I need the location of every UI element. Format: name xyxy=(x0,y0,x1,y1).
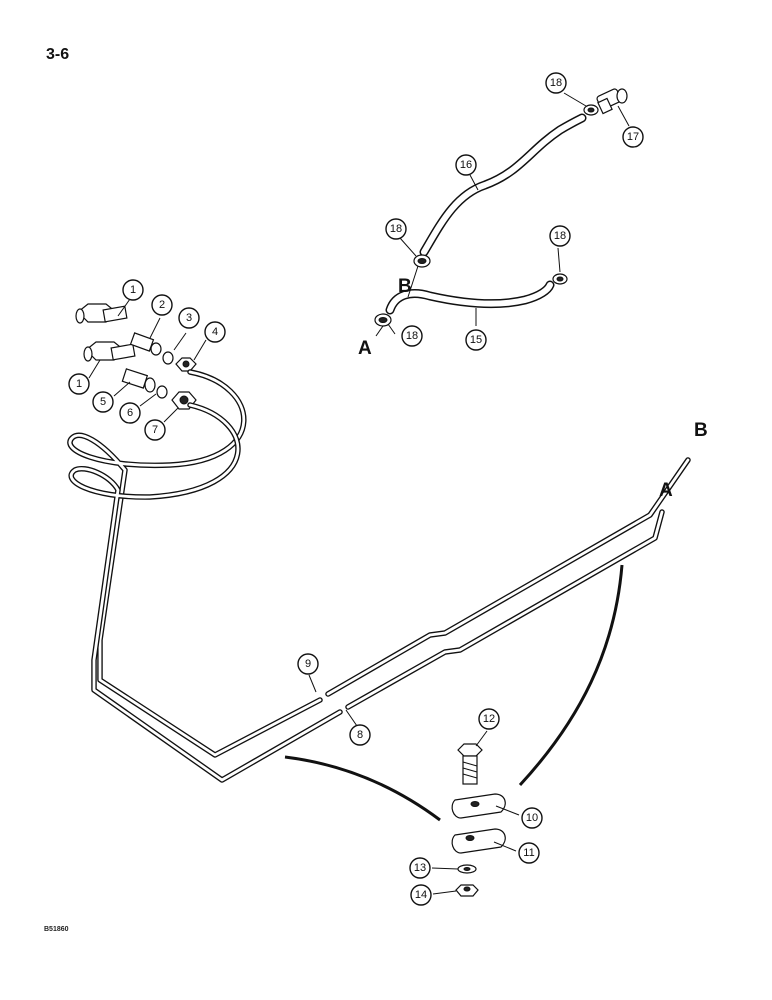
clamp-11 xyxy=(451,828,506,854)
callout-16: 16 xyxy=(455,154,477,176)
figure-code: B51860 xyxy=(44,926,69,933)
callout-14: 14 xyxy=(410,884,432,906)
leader-lines xyxy=(88,92,630,895)
svg-text:12: 12 xyxy=(483,713,495,725)
callout-8: 8 xyxy=(349,724,371,746)
svg-text:17: 17 xyxy=(627,131,639,143)
fitting-1-upper xyxy=(75,303,128,324)
elbow-fitting-17 xyxy=(596,88,628,115)
hose-clamp-18-right xyxy=(552,273,568,285)
callout-3: 3 xyxy=(178,307,200,329)
callout-18-a-end: 18 xyxy=(401,325,423,347)
svg-text:2: 2 xyxy=(159,299,165,311)
callout-15: 15 xyxy=(465,329,487,351)
svg-text:18: 18 xyxy=(406,330,418,342)
hose-clamp-18-top xyxy=(583,104,599,116)
svg-text:10: 10 xyxy=(526,812,538,824)
callout-1-upper: 1 xyxy=(122,279,144,301)
callout-7: 7 xyxy=(144,419,166,441)
tube-8 xyxy=(68,402,665,783)
callout-17: 17 xyxy=(622,126,644,148)
callout-13: 13 xyxy=(409,857,431,879)
callout-5: 5 xyxy=(92,391,114,413)
svg-text:14: 14 xyxy=(415,889,427,901)
svg-text:4: 4 xyxy=(212,326,218,338)
hose-15 xyxy=(385,280,555,315)
svg-text:18: 18 xyxy=(554,230,566,242)
svg-text:1: 1 xyxy=(130,284,136,296)
clamp-location-arc-right xyxy=(518,564,624,787)
letter-b-hose: B xyxy=(398,276,412,297)
callout-11: 11 xyxy=(518,842,540,864)
callout-6: 6 xyxy=(119,402,141,424)
nut-14 xyxy=(455,884,479,897)
svg-text:18: 18 xyxy=(390,223,402,235)
svg-text:6: 6 xyxy=(127,407,133,419)
callout-18-right: 18 xyxy=(549,225,571,247)
ferrule-6 xyxy=(156,385,168,399)
svg-text:15: 15 xyxy=(470,334,482,346)
connector-2 xyxy=(129,332,162,356)
callout-4: 4 xyxy=(204,321,226,343)
svg-text:18: 18 xyxy=(550,77,562,89)
clamp-location-arc-left xyxy=(284,755,441,822)
callout-10: 10 xyxy=(521,807,543,829)
bolt-12 xyxy=(457,743,483,785)
connector-5 xyxy=(121,368,156,393)
svg-text:16: 16 xyxy=(460,159,472,171)
nut-4 xyxy=(175,357,197,372)
tube-9 xyxy=(67,369,691,758)
svg-text:3: 3 xyxy=(186,312,192,324)
svg-text:9: 9 xyxy=(305,658,311,670)
washer-13 xyxy=(457,864,477,874)
letter-b-tube: B xyxy=(694,420,708,441)
svg-text:1: 1 xyxy=(76,378,82,390)
callout-12: 12 xyxy=(478,708,500,730)
letter-a-hose: A xyxy=(358,338,372,359)
svg-text:5: 5 xyxy=(100,396,106,408)
clamp-10 xyxy=(451,793,506,819)
hose-clamp-18-b-end xyxy=(413,254,431,268)
callout-1-lower: 1 xyxy=(68,373,90,395)
svg-text:8: 8 xyxy=(357,729,363,741)
hose-16 xyxy=(419,113,587,257)
callout-18-b-end: 18 xyxy=(385,218,407,240)
callout-2: 2 xyxy=(151,294,173,316)
svg-text:7: 7 xyxy=(152,424,158,436)
svg-text:13: 13 xyxy=(414,862,426,874)
svg-text:11: 11 xyxy=(523,847,534,859)
page-number: 3-6 xyxy=(46,46,70,63)
callout-18-top: 18 xyxy=(545,72,567,94)
fitting-1-lower xyxy=(83,341,136,362)
ferrule-3 xyxy=(162,351,174,365)
callout-9: 9 xyxy=(297,653,319,675)
letter-a-tube: A xyxy=(659,480,673,501)
